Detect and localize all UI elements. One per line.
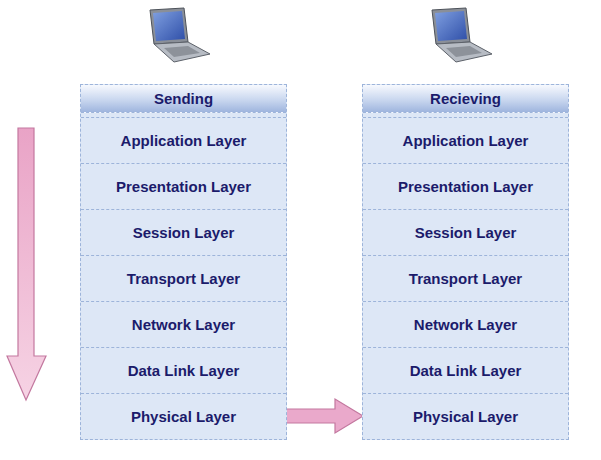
layer-box: Application Layer bbox=[363, 117, 568, 163]
layer-box: Data Link Layer bbox=[363, 347, 568, 393]
layer-box: Data Link Layer bbox=[81, 347, 286, 393]
laptop-icon bbox=[432, 8, 492, 62]
stack-column: SendingApplication LayerPresentation Lay… bbox=[80, 84, 287, 440]
layer-box: Presentation Layer bbox=[363, 163, 568, 209]
layer-box: Physical Layer bbox=[363, 393, 568, 439]
stack-column: RecievingApplication LayerPresentation L… bbox=[362, 84, 569, 440]
layer-box: Network Layer bbox=[363, 301, 568, 347]
laptop-icon bbox=[150, 8, 210, 62]
layer-label: Session Layer bbox=[133, 224, 235, 241]
column-header: Recieving bbox=[363, 85, 568, 113]
layer-label: Data Link Layer bbox=[128, 362, 240, 379]
transmission-arrow bbox=[286, 399, 363, 433]
layer-label: Physical Layer bbox=[131, 408, 236, 425]
layer-box: Application Layer bbox=[81, 117, 286, 163]
layer-box: Session Layer bbox=[363, 209, 568, 255]
column-heading: Sending bbox=[154, 90, 213, 107]
layer-box: Physical Layer bbox=[81, 393, 286, 439]
layer-box: Presentation Layer bbox=[81, 163, 286, 209]
layer-label: Session Layer bbox=[415, 224, 517, 241]
layer-label: Network Layer bbox=[132, 316, 235, 333]
layer-label: Transport Layer bbox=[409, 270, 522, 287]
layer-label: Presentation Layer bbox=[116, 178, 251, 195]
column-heading: Recieving bbox=[430, 90, 501, 107]
layer-label: Application Layer bbox=[121, 132, 247, 149]
layer-box: Transport Layer bbox=[81, 255, 286, 301]
column-header: Sending bbox=[81, 85, 286, 113]
layer-box: Session Layer bbox=[81, 209, 286, 255]
layer-box: Network Layer bbox=[81, 301, 286, 347]
layer-label: Application Layer bbox=[403, 132, 529, 149]
layer-label: Data Link Layer bbox=[410, 362, 522, 379]
flow-arrow bbox=[7, 128, 46, 400]
layer-box: Transport Layer bbox=[363, 255, 568, 301]
layer-label: Transport Layer bbox=[127, 270, 240, 287]
layer-label: Physical Layer bbox=[413, 408, 518, 425]
layer-label: Network Layer bbox=[414, 316, 517, 333]
layer-label: Presentation Layer bbox=[398, 178, 533, 195]
